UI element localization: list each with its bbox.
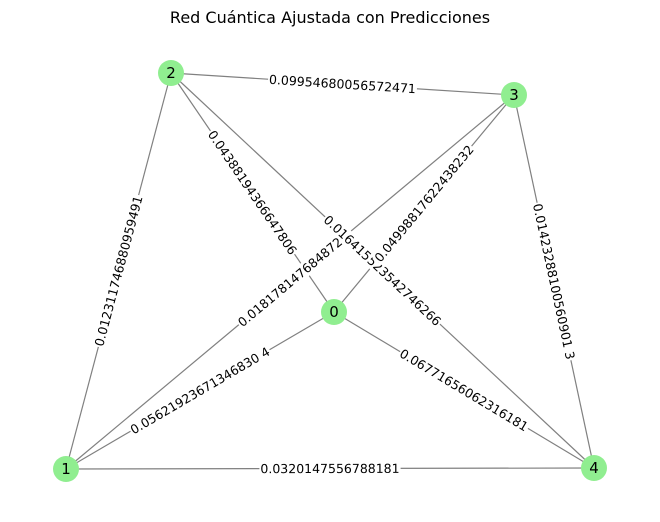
node-1 <box>53 456 79 482</box>
edge-label-2-3: 0.09954680056572471 <box>269 72 417 96</box>
node-label-1: 1 <box>61 460 71 478</box>
edge-label-bg-2-3 <box>267 71 418 97</box>
edge-label-1-4: 0.0320147556788181 <box>260 461 399 476</box>
edge-label-bg-2-4 <box>319 211 446 330</box>
edge-label-3-0: 0.04998817622438232 <box>371 142 476 265</box>
edge-label-bg-1-4 <box>259 460 401 477</box>
node-4 <box>581 455 607 481</box>
node-2 <box>158 60 184 86</box>
node-label-3: 3 <box>509 86 519 104</box>
node-label-4: 4 <box>589 459 599 477</box>
edge-label-bg-0-1 <box>126 343 274 438</box>
node-3 <box>501 82 527 108</box>
edge-label-bg-3-1 <box>234 233 346 331</box>
edge-labels-layer: 0.09954680056572471 0.012311746880959491 0… <box>91 71 579 477</box>
edges-layer <box>65 72 595 470</box>
diagram-title: Red Cuántica Ajustada con Predicciones <box>169 8 491 27</box>
nodes-layer: 0 1 2 3 4 <box>53 60 607 482</box>
edge-label-bg-3-0 <box>370 141 478 266</box>
edge-label-3-4: 0.01423288100560901 3 <box>530 202 578 361</box>
node-0 <box>321 299 347 325</box>
node-label-0: 0 <box>329 303 339 321</box>
edge-label-bg-2-1 <box>91 193 146 349</box>
node-label-2: 2 <box>166 64 176 82</box>
edge-label-bg-3-4 <box>529 201 579 362</box>
edge-label-2-0: 0.04388194366647806 <box>205 127 300 257</box>
edge-label-2-1: 0.012311746880959491 <box>91 194 145 348</box>
edge-label-bg-2-0 <box>204 126 301 259</box>
edge-label-bg-0-4 <box>396 345 532 435</box>
